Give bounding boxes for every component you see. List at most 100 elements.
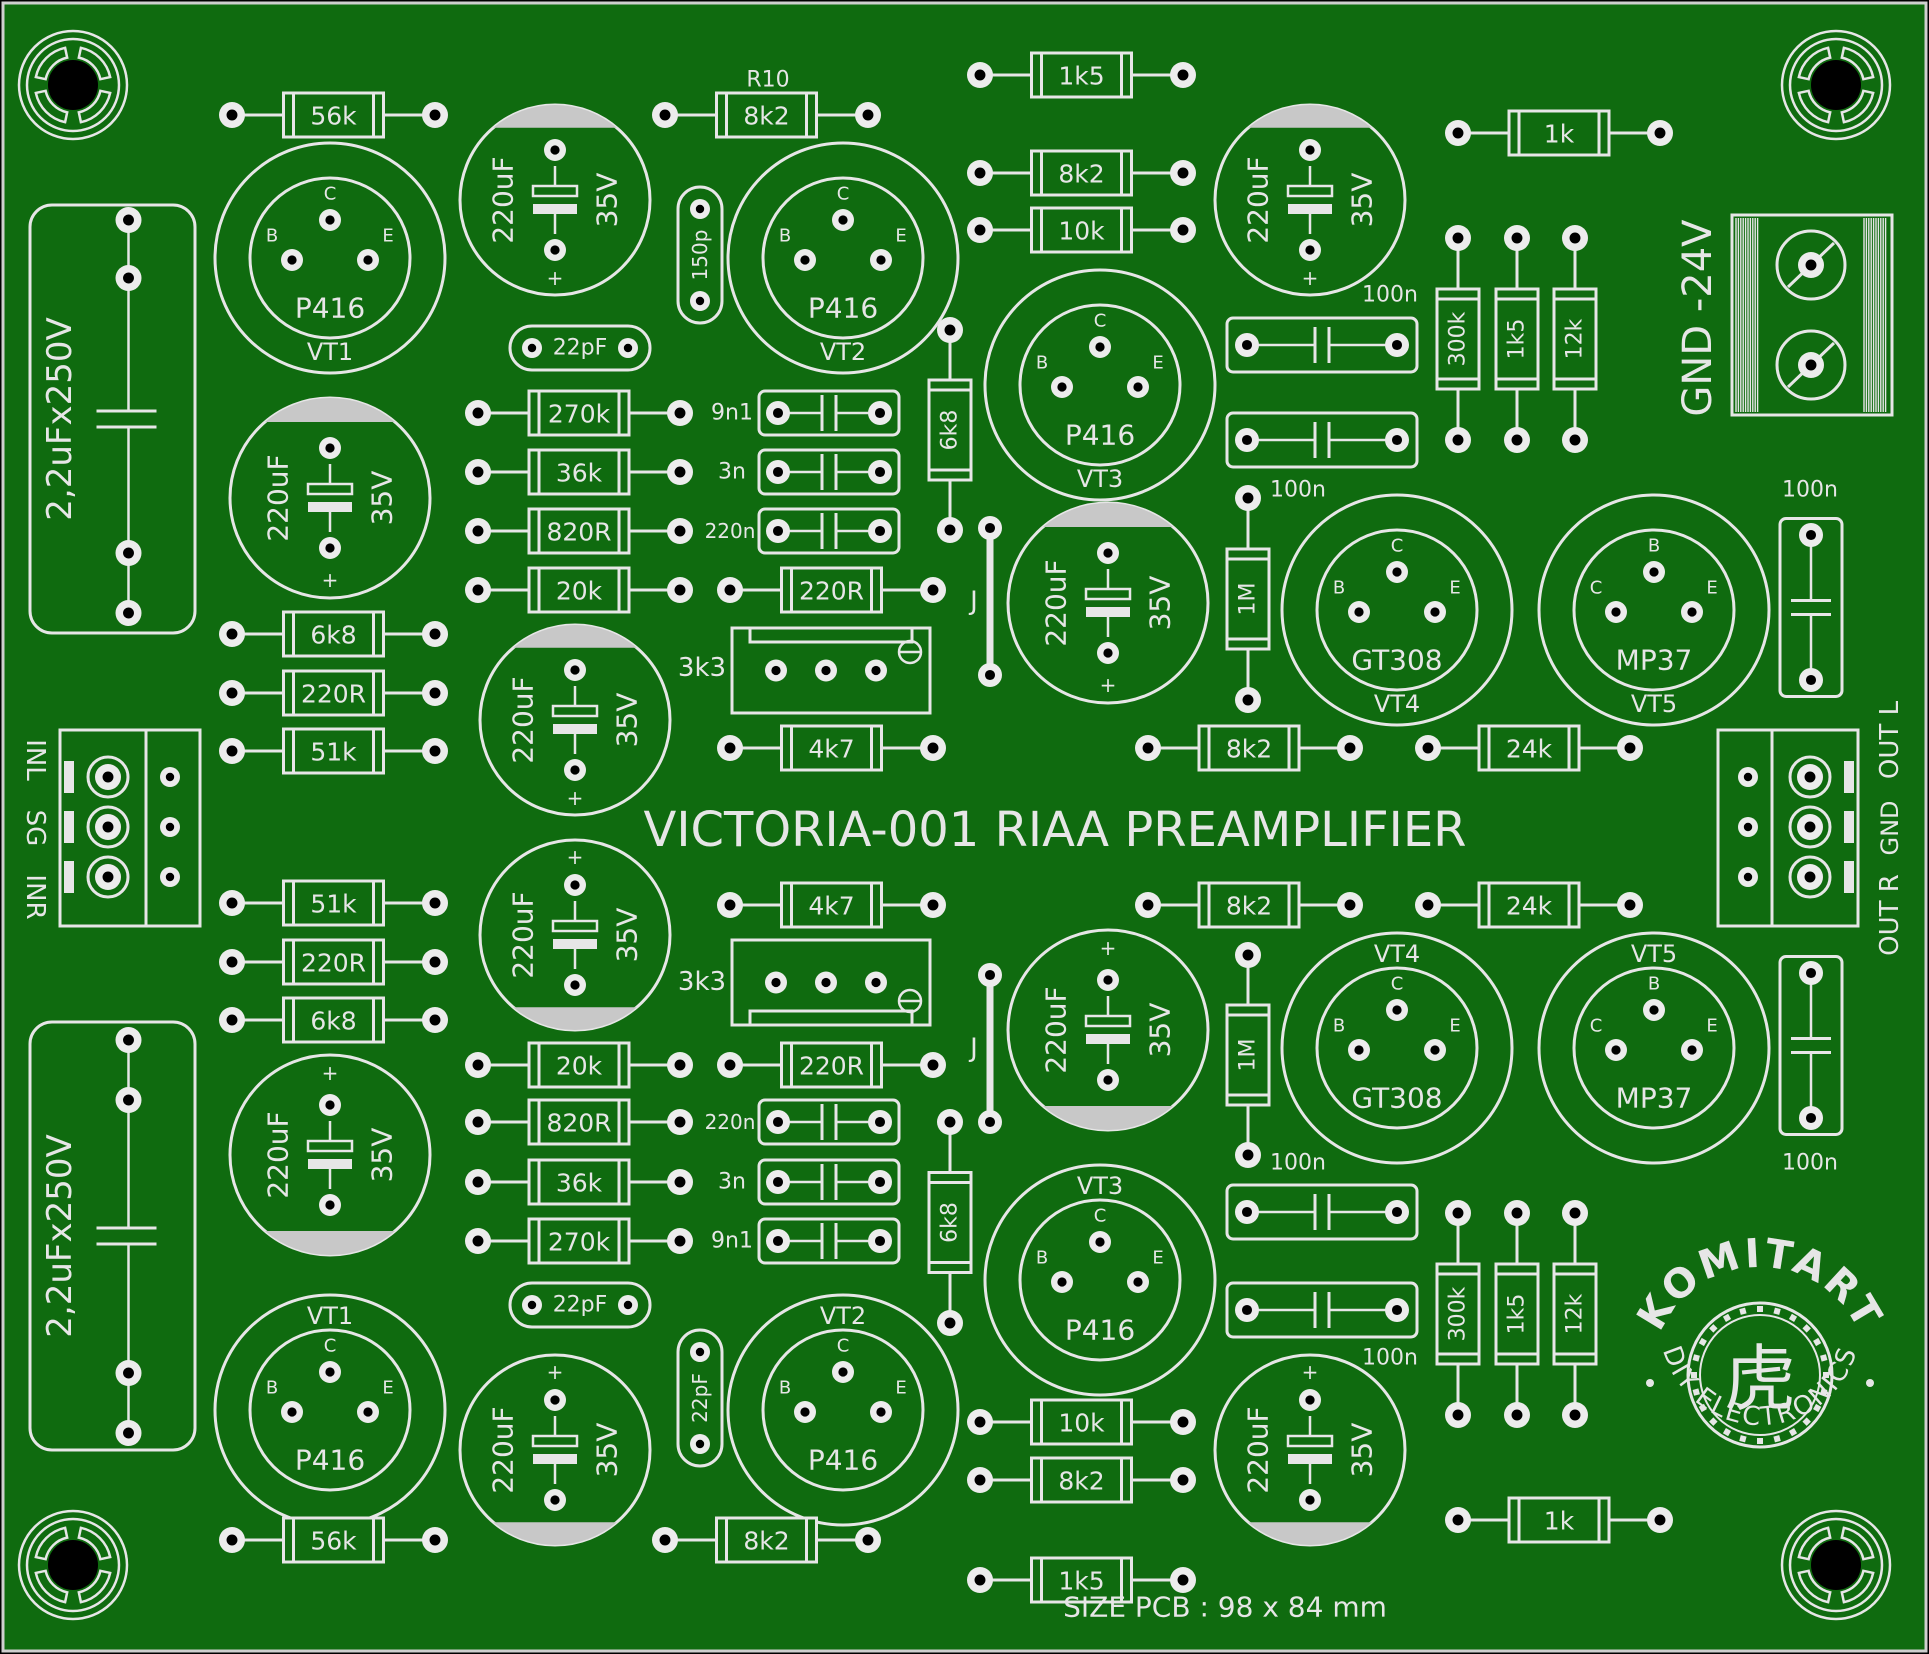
resistor-body: [715, 1516, 818, 1564]
cap-body: [757, 507, 901, 555]
drill-hole: [1452, 1207, 1464, 1219]
resistor-value: 10k: [1058, 217, 1105, 246]
drill-hole: [1624, 899, 1636, 911]
drill-hole: [1305, 1495, 1315, 1505]
drill-hole: [1057, 1277, 1067, 1287]
resistor-body: [282, 879, 385, 927]
resistor-value: 36k: [556, 1169, 603, 1198]
resistor-body: [282, 669, 385, 717]
drill-hole: [325, 1200, 335, 1210]
pin-label: C: [1391, 974, 1404, 995]
cap-plate: [308, 502, 352, 512]
cap-value: 220uF: [487, 1406, 520, 1493]
resistor-value: 51k: [310, 738, 357, 767]
plus-mark: +: [1100, 936, 1117, 960]
resistor-body: [1477, 724, 1581, 772]
drill-hole: [1142, 899, 1154, 911]
cap-value: 220uF: [507, 891, 540, 978]
polarity-band: [1248, 105, 1372, 128]
drill-hole: [1391, 1206, 1403, 1218]
drill-hole: [876, 255, 886, 265]
cap-value: 150p: [688, 230, 712, 281]
cap-22pf-vertical: 22pF: [676, 1328, 724, 1468]
resistor-value: 20k: [556, 577, 603, 606]
pin-label: C: [1590, 1016, 1603, 1037]
drill-hole: [874, 407, 886, 419]
drill-hole: [874, 1235, 886, 1247]
logo-pattern: [1739, 1435, 1747, 1443]
drill-hole: [874, 1176, 886, 1188]
resistor-value: 8k2: [1058, 1467, 1104, 1496]
drill-hole: [123, 272, 134, 284]
resistor-body: [1030, 1456, 1133, 1504]
terminal-body: [1716, 728, 1860, 928]
logo-pattern: [1698, 1403, 1707, 1413]
resistor-value: 1M: [1236, 583, 1261, 616]
trimmer-3k3-top: [730, 626, 932, 715]
resistor-value: 1k5: [1058, 62, 1104, 91]
drill-hole: [674, 466, 686, 478]
output-label-ground: GND: [1876, 800, 1904, 855]
cap-value: 220uF: [487, 156, 520, 243]
resistor-820r-bottom: 820R: [465, 1098, 693, 1146]
resistor-value: 220R: [799, 577, 864, 606]
cap-plate: [1086, 1034, 1130, 1044]
cap-voltage: 35V: [366, 471, 399, 526]
cap-voltage: 35V: [591, 1423, 624, 1478]
cap-body: [757, 1217, 901, 1265]
resistor-body: [527, 1158, 631, 1206]
transistor-ref: VT1: [307, 338, 353, 366]
pin-label: C: [324, 184, 337, 205]
pin-label: E: [1152, 1248, 1163, 1269]
drill-hole: [429, 1014, 441, 1026]
drill-hole: [927, 742, 939, 754]
logo-pattern: [1757, 1306, 1763, 1312]
cap-body: [757, 1098, 901, 1146]
output-label-left: OUT L: [1875, 700, 1905, 779]
drill-hole: [1103, 548, 1113, 558]
resistor-body: [1507, 1496, 1611, 1544]
drill-hole: [674, 584, 686, 596]
pin-label: E: [1152, 353, 1163, 374]
drill-hole: [1142, 742, 1154, 754]
resistor-body: [1225, 547, 1271, 651]
resistor-10k-top: 10k: [967, 206, 1196, 254]
resistor-300k-top: 300k: [1435, 225, 1481, 453]
trimmer-value: 3k3: [678, 653, 726, 683]
polarity-band: [1043, 503, 1173, 527]
drill-hole: [226, 628, 238, 640]
resistor-value: 820R: [546, 1109, 611, 1138]
drill-hole: [325, 215, 335, 225]
drill-hole: [1805, 967, 1817, 979]
pin-label: B: [1648, 974, 1660, 995]
resistor-value: 6k8: [938, 410, 963, 451]
transistor-type: P416: [295, 292, 365, 325]
resistor-56k-top: 56k: [219, 91, 448, 139]
capacitor-2u2-top: 2,2uFx250V: [28, 203, 197, 635]
pin-label: E: [1706, 1016, 1717, 1037]
resistor-value: 20k: [556, 1052, 603, 1081]
resistor-8k2-r10-bottom: 8k2: [652, 1516, 881, 1564]
plus-mark: +: [322, 568, 339, 592]
drill-hole: [325, 1367, 335, 1377]
drill-hole: [674, 1059, 686, 1071]
drill-hole: [123, 547, 134, 559]
thermal-spoke: [77, 1569, 112, 1604]
drill-hole: [1452, 1514, 1464, 1526]
drill-hole: [472, 1059, 484, 1071]
can-inner: [248, 176, 412, 340]
drill-hole: [1649, 1005, 1659, 1015]
cap-plate: [1086, 607, 1130, 617]
cap-body: [757, 1158, 901, 1206]
cap-220n-top: [757, 507, 901, 555]
drill-hole: [472, 1176, 484, 1188]
resistor-10k-bottom: 10k: [967, 1398, 1196, 1446]
input-label-ground: SG: [20, 810, 50, 847]
resistor-220r-bottom: 220R: [219, 938, 448, 986]
drill-hole: [984, 969, 996, 981]
can-inner: [1572, 966, 1736, 1130]
